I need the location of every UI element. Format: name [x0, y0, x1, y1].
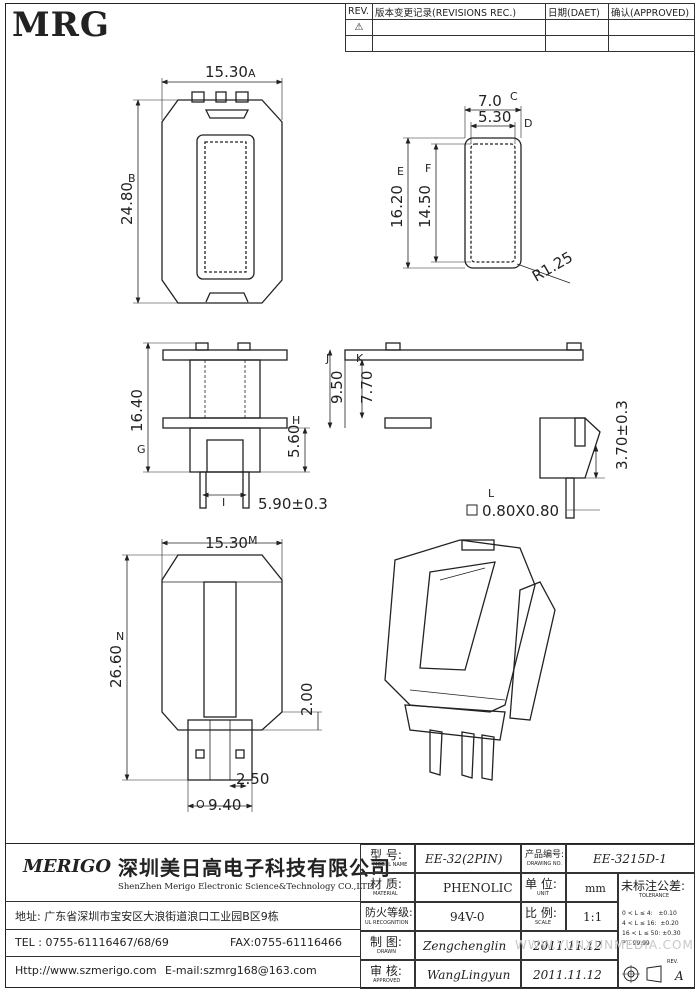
dim-j: 9.50: [328, 371, 346, 404]
tag-a: A: [248, 67, 256, 80]
fax: FAX:0755-61116466: [230, 936, 343, 949]
ul-value: 94V-0: [450, 910, 485, 924]
approved-label: 审 核:: [370, 964, 402, 978]
scale-label: 比 例:: [525, 906, 557, 920]
drawing-no-label: 产品编号:: [525, 850, 565, 860]
merigo-logo: MERIGO: [23, 856, 112, 877]
approved-date: 2011.11.12: [533, 968, 602, 982]
technical-drawing: 15.30 A 24.80 B 7.0 C 5.30 D 16.20 E 14.…: [107, 63, 631, 814]
window-view: [403, 106, 571, 284]
tag-k: K: [356, 352, 364, 365]
drawing-no-value: EE-3215D-1: [593, 852, 667, 866]
tag-h: H: [292, 414, 300, 427]
tag-d: D: [524, 117, 532, 130]
tag-e: E: [397, 165, 404, 178]
drawn-date: 2011.11.12: [533, 939, 602, 953]
ul-label: 防火等级:: [365, 906, 413, 919]
company-cn: 深圳美日高电子科技有限公司: [118, 856, 391, 880]
tolerance-title: 未标注公差:: [621, 879, 686, 893]
drawing-no-label-en: DRAWING NO.: [527, 861, 562, 867]
address: 地址: 广东省深圳市宝安区大浪街道浪口工业园B区9栋: [15, 910, 279, 923]
top-view: [133, 78, 283, 304]
material-label-en: MATERIAL: [373, 891, 398, 897]
unit-value: mm: [585, 882, 606, 895]
dim-offset: 2.00: [298, 683, 316, 716]
dim-c: 7.0: [478, 92, 502, 110]
dim-m: 15.30: [205, 534, 248, 552]
tag-n: N: [116, 630, 124, 643]
tel: TEL : 0755-61116467/68/69: [15, 936, 169, 949]
dim-base: 9.40: [208, 796, 241, 814]
tag-b: B: [128, 172, 136, 185]
tolerance-1: 0 < L ≤ 4: ±0.10: [622, 910, 677, 917]
tag-m: M: [248, 534, 258, 547]
mrg-logo: MRG: [12, 5, 110, 45]
email: E-mail:szmrg168@163.com: [165, 964, 317, 977]
material-label: 材 质:: [370, 877, 402, 891]
company-en: ShenZhen Merigo Electronic Science&Techn…: [118, 882, 374, 892]
tag-o: O: [196, 798, 205, 811]
unit-label: 单 位:: [525, 877, 557, 891]
dim-n: 26.60: [107, 645, 125, 688]
dim-gap: 2.50: [236, 770, 269, 788]
dim-i: 5.90±0.3: [258, 495, 328, 513]
dim-d: 5.30: [478, 108, 511, 126]
tag-j: J: [325, 352, 329, 365]
tag-i: I: [222, 496, 225, 509]
dim-h: 5.60: [285, 425, 303, 458]
dim-pin-len: 3.70±0.3: [613, 400, 631, 470]
tag-l: L: [488, 487, 495, 500]
bottom-view: [122, 539, 322, 812]
rev-value: A: [675, 969, 684, 983]
model-label: 型 号:: [370, 848, 402, 862]
drawn-value: Zengchenglin: [423, 939, 507, 953]
scale-label-en: SCALE: [535, 920, 552, 926]
approved-label-en: APPROVED: [373, 978, 401, 984]
tag-g: G: [137, 443, 146, 456]
tolerance-2: 4 < L ≤ 16: ±0.20: [622, 920, 679, 927]
dim-k: 7.70: [358, 371, 376, 404]
model-label-en: MODEL NAME: [373, 862, 408, 868]
tag-f: F: [425, 162, 431, 175]
material-value: PHENOLIC: [443, 881, 513, 895]
isometric-view: [384, 539, 556, 781]
approved-value: WangLingyun: [427, 968, 511, 982]
projection-icon: [622, 965, 662, 983]
tolerance-en: TOLERANCE: [639, 893, 670, 899]
dim-a: 15.30: [205, 63, 248, 81]
tolerance-4: PT: 99.99: [622, 940, 650, 947]
watermark: WWW.YUNXUNMEDIA.COM: [515, 938, 694, 952]
ul-label-en: UL RECOGNITION: [365, 920, 409, 926]
drawn-label-en: DRAWN: [377, 949, 396, 955]
title-block: MERIGO 深圳美日高电子科技有限公司 ShenZhen Merigo Ele…: [5, 843, 695, 989]
dim-b: 24.80: [118, 182, 136, 225]
drawn-label: 制 图:: [370, 935, 402, 949]
rev-label: REV.: [667, 959, 678, 965]
model-value: EE-32(2PIN): [425, 852, 503, 866]
scale-value: 1:1: [583, 910, 603, 924]
unit-label-en: UNIT: [537, 891, 549, 897]
front-view: [143, 342, 310, 509]
revision-table: REV. 版本变更记录(REVISIONS REC.) 日期(DAET) 确认(…: [345, 3, 695, 52]
dim-g: 16.40: [128, 389, 146, 432]
dim-radius: R1.25: [529, 248, 576, 286]
website: Http://www.szmerigo.com: [15, 964, 157, 977]
side-view: [327, 342, 605, 519]
dim-e: 16.20: [388, 185, 406, 228]
tolerance-3: 16 < L ≤ 50: ±0.30: [622, 930, 681, 937]
dim-f: 14.50: [416, 185, 434, 228]
tag-c: C: [510, 90, 518, 103]
dim-pin-size: 0.80X0.80: [482, 502, 559, 520]
